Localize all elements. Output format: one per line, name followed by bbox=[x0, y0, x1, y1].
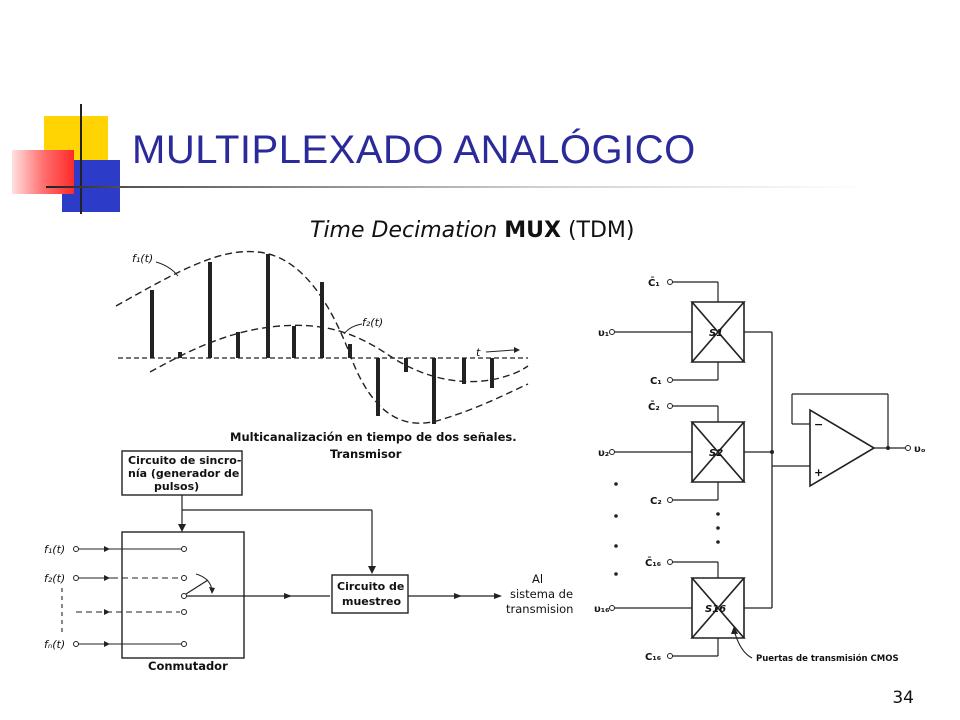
tdm-block-diagram: Circuito de sincro- nía (generador de pu… bbox=[44, 450, 573, 673]
output-label-line3: transmision bbox=[506, 602, 573, 616]
label-s2: S2 bbox=[709, 448, 723, 459]
label-vo: υₒ bbox=[914, 444, 926, 455]
commutator-label: Conmutador bbox=[148, 659, 228, 673]
op-amp-triangle bbox=[809, 408, 876, 488]
label-s16: S16 bbox=[705, 604, 726, 615]
label-c1-bar: C̄₁ bbox=[648, 276, 660, 289]
sync-label-line1: Circuito de sincro- bbox=[128, 454, 241, 467]
waveform-caption-line1: Multicanalización en tiempo de dos señal… bbox=[230, 430, 517, 444]
deco-horizontal-line bbox=[46, 186, 866, 188]
waveform-f1-curve bbox=[115, 250, 529, 424]
ellipsis-dots bbox=[614, 482, 720, 576]
label-v2: υ₂ bbox=[598, 448, 609, 459]
waveform-label-f2: f₂(t) bbox=[362, 316, 383, 329]
input-f2-label: f₂(t) bbox=[44, 572, 65, 585]
label-v16: υ₁₆ bbox=[594, 604, 610, 615]
cmos-mux-circuit: C̄₁ S1 υ₁ C₁ C̄₂ S2 υ₂ bbox=[594, 276, 926, 664]
label-c1: C₁ bbox=[650, 376, 662, 387]
label-s1: S1 bbox=[709, 328, 723, 339]
svg-text:+: + bbox=[814, 466, 823, 479]
input-fn-label: fₙ(t) bbox=[44, 638, 65, 651]
transmission-gate-s2: C̄₂ S2 υ₂ C₂ bbox=[598, 400, 772, 507]
page-number: 34 bbox=[892, 688, 914, 708]
label-v1: υ₁ bbox=[598, 328, 609, 339]
transmission-gate-s1: C̄₁ S1 υ₁ C₁ bbox=[598, 276, 772, 387]
waveform-label-f1: f₁(t) bbox=[132, 252, 153, 265]
tdm-waveform: f₁(t) f₂(t) t Multicanalización en tiemp… bbox=[115, 250, 529, 461]
waveform-caption-line2: Transmisor bbox=[330, 447, 402, 461]
sampler-label-line2: muestreo bbox=[342, 595, 401, 608]
slide-subtitle: Time Decimation MUX (TDM) bbox=[310, 218, 635, 243]
output-label-line2: sistema de bbox=[510, 587, 573, 601]
sampler-box bbox=[331, 574, 409, 614]
input-f1-label: f₁(t) bbox=[44, 543, 65, 556]
sync-label-line3: pulsos) bbox=[154, 480, 199, 493]
label-cmos-gates: Puertas de transmisión CMOS bbox=[756, 653, 899, 664]
label-c2-bar: C̄₂ bbox=[648, 400, 660, 413]
slide-title: MULTIPLEXADO ANALÓGICO bbox=[132, 128, 696, 172]
waveform-f2-curve bbox=[149, 324, 529, 383]
waveform-label-t: t bbox=[476, 346, 481, 359]
svg-text:−: − bbox=[814, 418, 823, 431]
subtitle-rest: (TDM) bbox=[567, 218, 635, 243]
label-c16-bar: C̄₁₆ bbox=[645, 556, 661, 569]
output-label-line1: Al bbox=[532, 572, 543, 586]
subtitle-bold: MUX bbox=[504, 218, 561, 243]
sampler-label-line1: Circuito de bbox=[337, 580, 404, 593]
sync-label-line2: nía (generador de bbox=[128, 467, 239, 480]
deco-vertical-line bbox=[80, 104, 82, 214]
transmission-gate-s16: C̄₁₆ S16 υ₁₆ C₁₆ bbox=[594, 556, 772, 663]
commutator-box bbox=[121, 531, 245, 659]
label-c2: C₂ bbox=[650, 496, 662, 507]
subtitle-italic: Time Decimation bbox=[310, 218, 498, 243]
label-c16: C₁₆ bbox=[645, 652, 661, 663]
